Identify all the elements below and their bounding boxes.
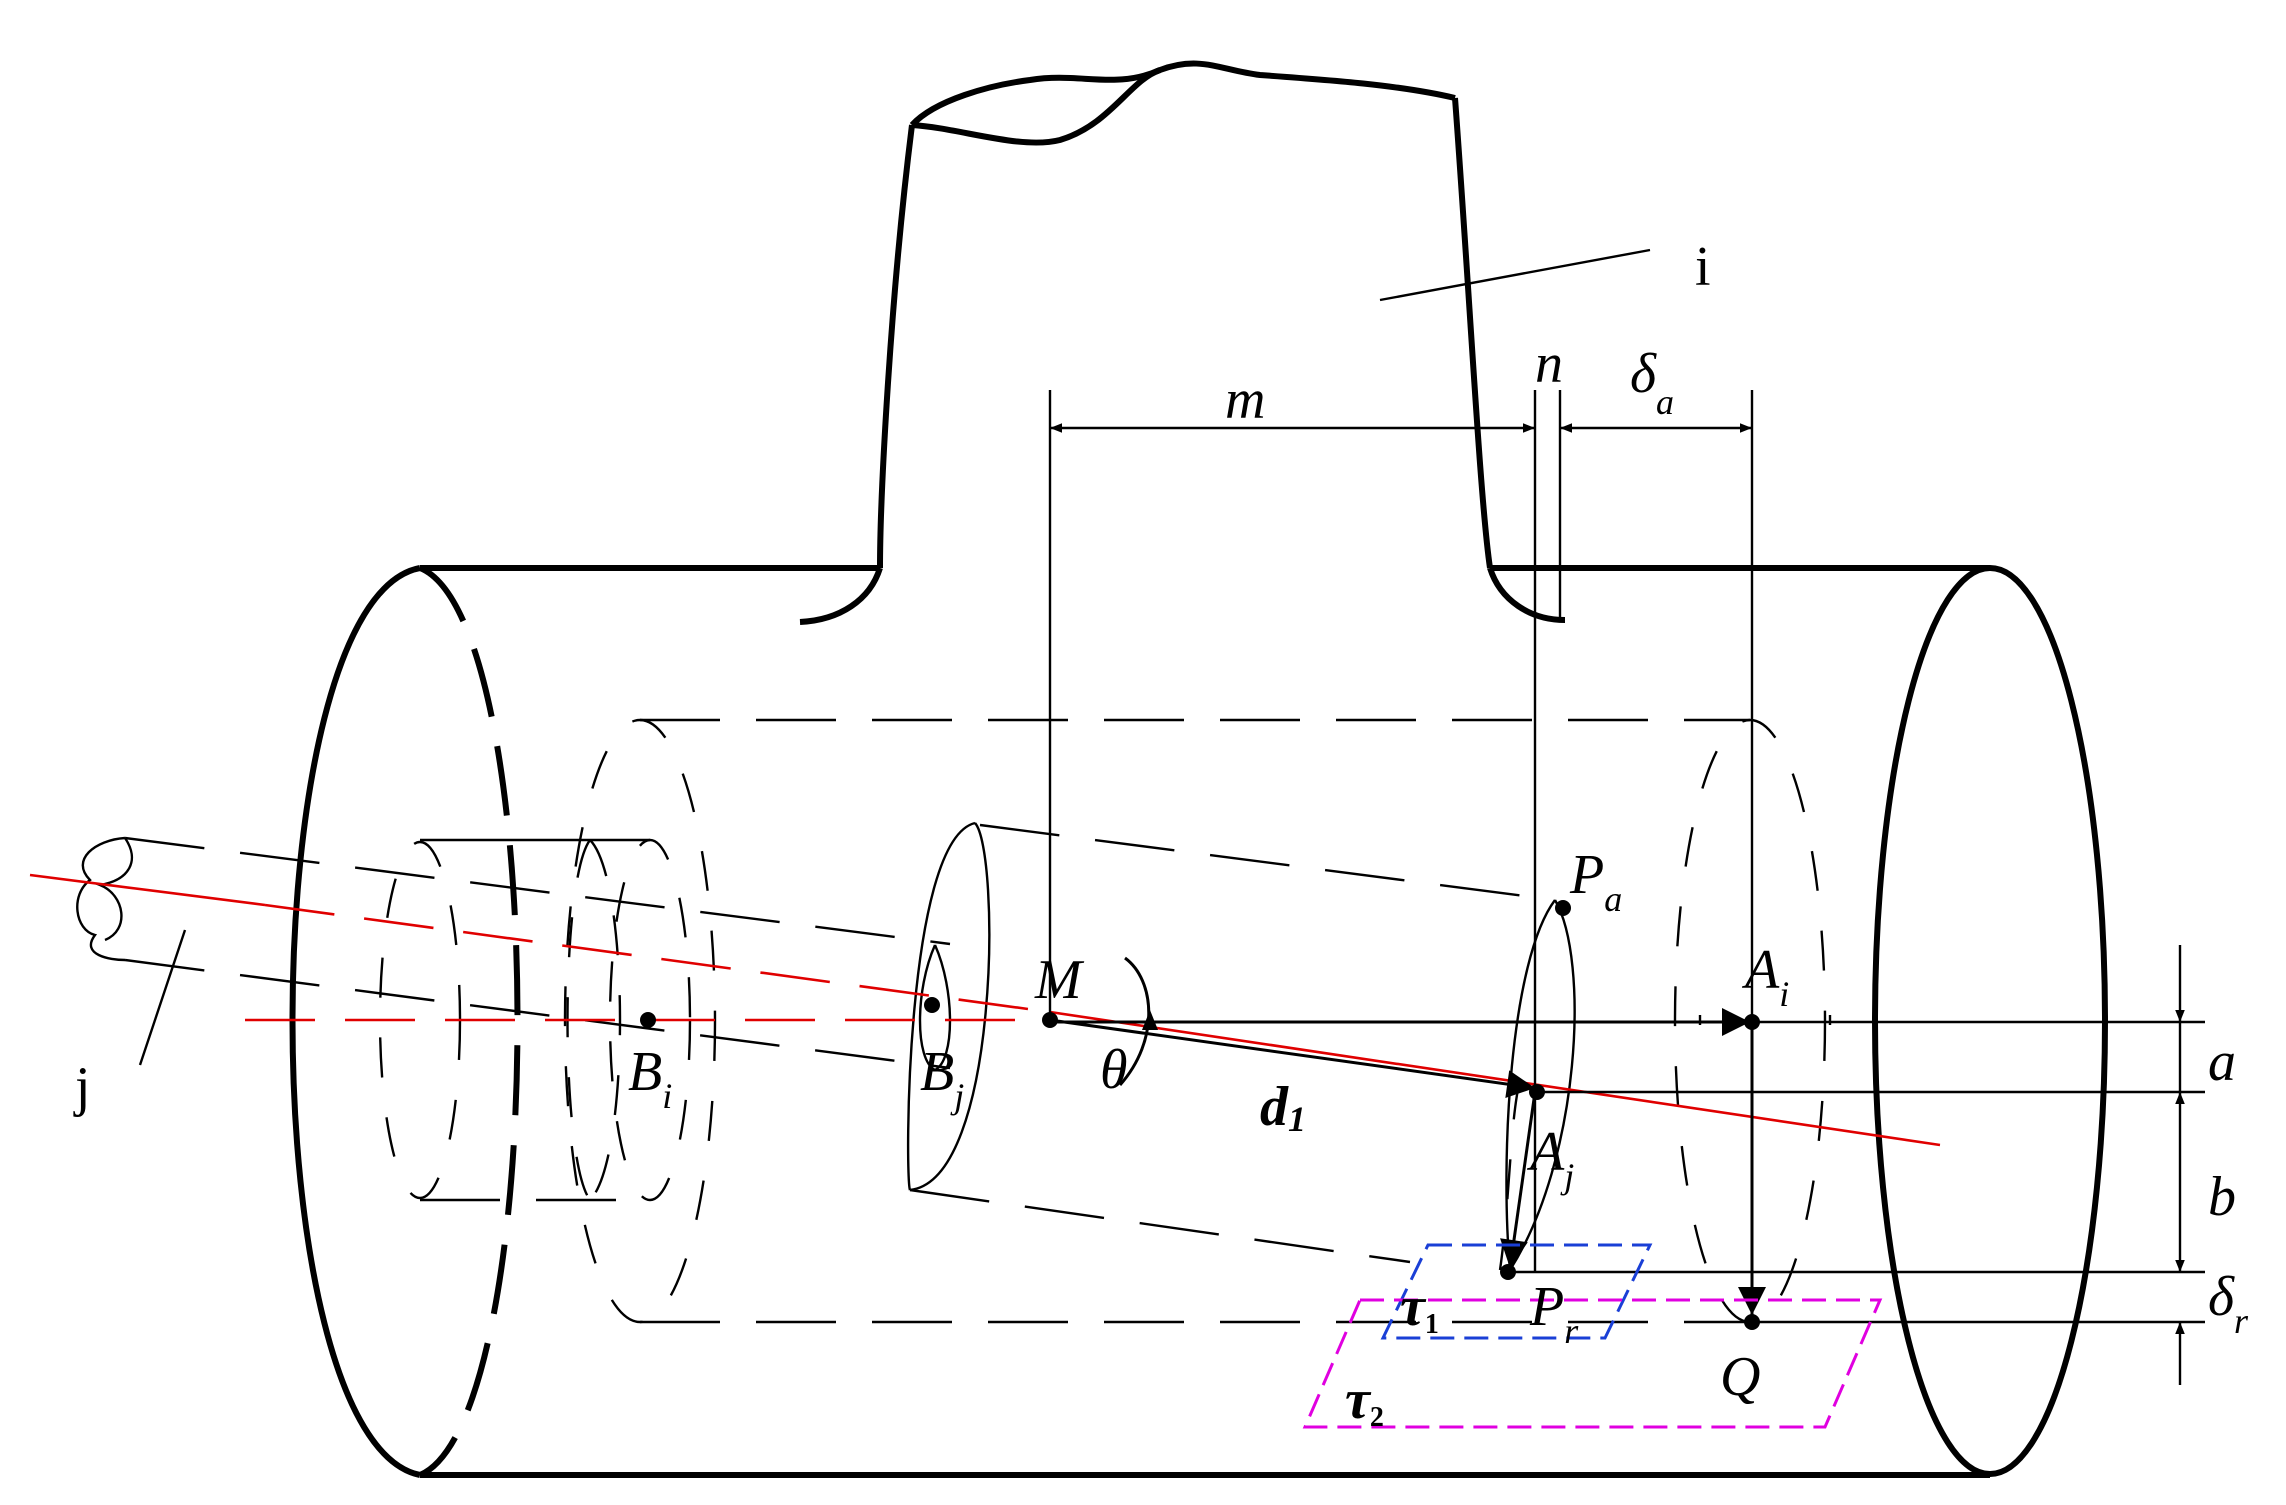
label-tau1: τ1 — [1400, 1276, 1439, 1340]
point-Q — [1744, 1314, 1760, 1330]
label-Bj: Bj — [920, 1041, 964, 1116]
point-Pr — [1500, 1264, 1516, 1280]
theta-arc — [1118, 956, 1151, 1086]
point-Bj — [924, 997, 940, 1013]
label-M: M — [1034, 949, 1085, 1011]
label-Ai: Ai — [1741, 939, 1789, 1014]
label-delta-a: δa — [1630, 343, 1674, 422]
label-delta-r: δr — [2208, 1266, 2249, 1341]
points — [640, 900, 1760, 1330]
label-Q: Q — [1720, 1346, 1760, 1408]
label-Pr: Pr — [1529, 1276, 1579, 1351]
label-tau2: τ2 — [1345, 1369, 1384, 1433]
label-n: n — [1535, 333, 1563, 395]
label-b: b — [2208, 1166, 2236, 1228]
labels: i j m n δa Pa Ai Aj Bi Bj M θ d1 a b δr … — [73, 236, 2249, 1433]
point-Bi — [640, 1012, 656, 1028]
label-a: a — [2208, 1031, 2236, 1093]
point-Aj — [1529, 1084, 1545, 1100]
label-j: j — [73, 1056, 91, 1118]
plane-tau1 — [1380, 1243, 1653, 1340]
label-Aj: Aj — [1526, 1121, 1574, 1196]
point-Ai — [1744, 1014, 1760, 1030]
vector-Aj-Pr — [1500, 1091, 1537, 1269]
vectors — [1049, 956, 1766, 1315]
point-M — [1042, 1012, 1058, 1028]
plane-tau2 — [1302, 1298, 1883, 1429]
right-dimensions — [1050, 945, 2205, 1385]
point-Pa — [1555, 900, 1571, 916]
label-Pa: Pa — [1569, 844, 1622, 919]
vector-d1 — [1049, 1018, 1536, 1098]
label-Bi: Bi — [628, 1041, 672, 1116]
label-theta: θ — [1100, 1039, 1128, 1101]
planes — [1302, 1243, 1883, 1429]
label-i: i — [1695, 236, 1711, 298]
branch-pipe — [799, 60, 1651, 625]
top-dimensions — [1048, 390, 1754, 1322]
label-m: m — [1225, 369, 1265, 431]
label-d1: d1 — [1260, 1076, 1306, 1139]
